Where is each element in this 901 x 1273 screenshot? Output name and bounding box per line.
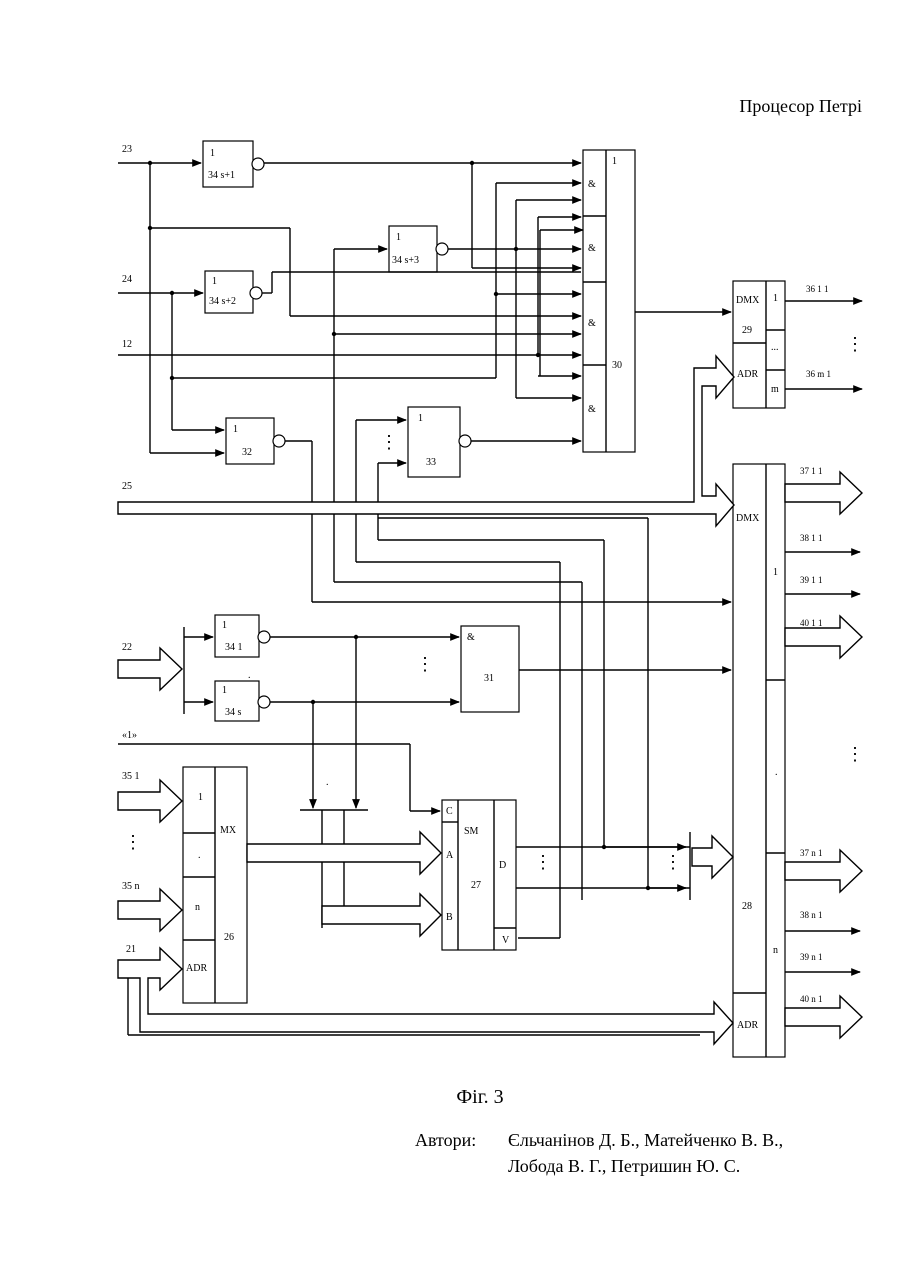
input-1-label: «1» xyxy=(122,730,137,741)
block-26-in-dot: . xyxy=(198,850,201,861)
block-27: C SM A B D 27 V xyxy=(442,800,516,950)
block-30-and-2: & xyxy=(588,243,596,254)
output-36-m-label: 36 m 1 xyxy=(806,369,831,379)
block-27-a: A xyxy=(446,850,454,861)
block-30-label: 30 xyxy=(612,360,622,371)
ellipsis-33-inputs: ⋮ xyxy=(380,432,398,452)
block-341-top: 1 xyxy=(222,620,227,631)
ellipsis-29-outputs: ⋮ xyxy=(846,334,864,354)
block-29-dmx: DMX xyxy=(736,295,760,306)
block-34s2: 1 34 s+2 xyxy=(205,271,262,313)
output-37-n-label: 37 n 1 xyxy=(800,848,823,858)
input-25-label: 25 xyxy=(122,481,132,492)
authors-label: Автори: xyxy=(415,1130,476,1151)
ellipsis-28-inputs: ⋮ xyxy=(664,852,682,872)
block-33: 1 33 xyxy=(408,407,471,477)
block-28-label: 28 xyxy=(742,901,752,912)
block-28-out-n: n xyxy=(773,945,778,956)
block-30: 1 & & & & 30 xyxy=(583,150,635,452)
input-22-label: 22 xyxy=(122,642,132,653)
block-26: 1 . n ADR MX 26 xyxy=(183,767,247,1003)
block-26-adr: ADR xyxy=(186,963,207,974)
block-341-label: 34 1 xyxy=(225,642,243,653)
block-28-out-dot: . xyxy=(775,767,778,778)
ellipsis-28-outputs: ⋮ xyxy=(846,744,864,764)
authors-line-1: Єльчанінов Д. Б., Матейченко В. В., xyxy=(508,1130,783,1151)
block-34s2-top: 1 xyxy=(212,276,217,287)
block-34s3-label: 34 s+3 xyxy=(392,255,419,266)
block-32-label: 32 xyxy=(242,447,252,458)
block-34s1-top: 1 xyxy=(210,148,215,159)
output-36-1-label: 36 1 1 xyxy=(806,284,829,294)
block-31: & 31 xyxy=(461,626,519,712)
output-38-n-label: 38 n 1 xyxy=(800,910,823,920)
block-32: 1 32 xyxy=(226,418,285,464)
ellipsis-31-inputs: ⋮ xyxy=(416,654,434,674)
block-34s3-top: 1 xyxy=(396,232,401,243)
input-24-label: 24 xyxy=(122,274,132,285)
block-28-out-1: 1 xyxy=(773,567,778,578)
block-33-top: 1 xyxy=(418,413,423,424)
authors-line-2: Лобода В. Г., Петришин Ю. С. xyxy=(508,1156,740,1177)
ellipsis-35-inputs: ⋮ xyxy=(124,832,142,852)
block-34s1-label: 34 s+1 xyxy=(208,170,235,181)
block-34s-label: 34 s xyxy=(225,707,242,718)
block-27-c: C xyxy=(446,806,453,817)
input-35-1-label: 35 1 xyxy=(122,771,140,782)
block-30-and-4: & xyxy=(588,404,596,415)
output-38-1-label: 38 1 1 xyxy=(800,533,823,543)
block-30-and-1: & xyxy=(588,179,596,190)
block-30-and-3: & xyxy=(588,318,596,329)
dot-34-between: . xyxy=(248,670,251,681)
block-341: 1 34 1 xyxy=(215,615,270,657)
block-31-label: 31 xyxy=(484,673,494,684)
output-40-n-label: 40 n 1 xyxy=(800,994,823,1004)
output-39-n-label: 39 n 1 xyxy=(800,952,823,962)
block-26-in-1: 1 xyxy=(198,792,203,803)
input-21-label: 21 xyxy=(126,944,136,955)
block-28-dmx: DMX xyxy=(736,513,760,524)
input-35-n-label: 35 n xyxy=(122,881,140,892)
block-26-in-n: n xyxy=(195,902,200,913)
block-27-sm: SM xyxy=(464,826,479,837)
block-27-label: 27 xyxy=(471,880,481,891)
block-34s: 1 34 s xyxy=(215,681,270,721)
block-26-label: 26 xyxy=(224,932,234,943)
block-29-label: 29 xyxy=(742,325,752,336)
block-29-adr: ADR xyxy=(737,369,758,380)
output-39-1-label: 39 1 1 xyxy=(800,575,823,585)
block-27-b: B xyxy=(446,912,453,923)
figure-caption: Фіг. 3 xyxy=(420,1086,540,1109)
block-30-top: 1 xyxy=(612,156,617,167)
output-37-1-label: 37 1 1 xyxy=(800,466,823,476)
input-23-label: 23 xyxy=(122,144,132,155)
block-28: DMX 1 . 28 n ADR xyxy=(733,464,785,1057)
block-29: DMX 29 ADR 1 ... m xyxy=(733,281,785,408)
block-34s2-label: 34 s+2 xyxy=(209,296,236,307)
block-31-and: & xyxy=(467,632,475,643)
dot-bus: . xyxy=(326,777,329,788)
input-12-label: 12 xyxy=(122,339,132,350)
block-29-dots: ... xyxy=(771,342,779,353)
ellipsis-sm-outputs: ⋮ xyxy=(534,852,552,872)
output-40-1-label: 40 1 1 xyxy=(800,618,823,628)
block-34s-top: 1 xyxy=(222,685,227,696)
block-26-mx: MX xyxy=(220,825,237,836)
block-28-adr: ADR xyxy=(737,1020,758,1031)
block-29-out-1: 1 xyxy=(773,293,778,304)
block-27-v: V xyxy=(502,935,510,946)
block-34s1: 1 34 s+1 xyxy=(203,141,264,187)
block-29-out-m: m xyxy=(771,384,779,395)
block-34s3: 1 34 s+3 xyxy=(389,226,448,272)
block-27-d: D xyxy=(499,860,506,871)
block-32-top: 1 xyxy=(233,424,238,435)
block-33-label: 33 xyxy=(426,457,436,468)
